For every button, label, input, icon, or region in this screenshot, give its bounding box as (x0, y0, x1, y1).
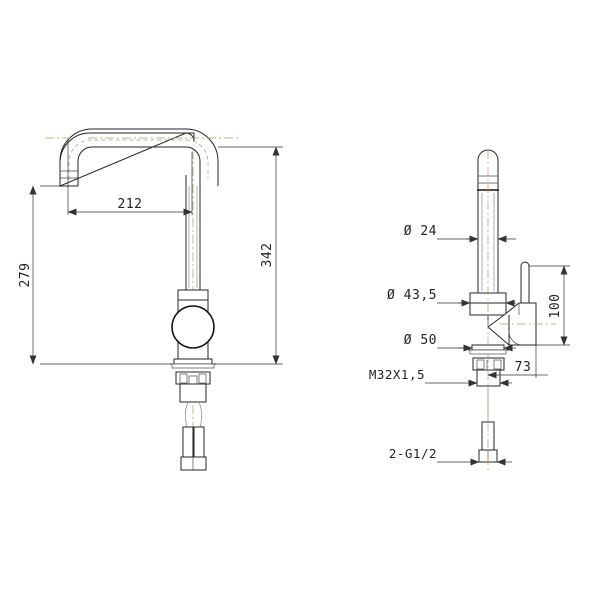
side-mounting-hardware (472, 357, 505, 387)
dim-thread-shank: M32X1,5 (369, 367, 512, 387)
dim-spout-height: 279 (18, 185, 172, 365)
hose-connectors (180, 426, 207, 471)
handle-disc (171, 305, 215, 349)
dim-label-212: 212 (118, 197, 143, 212)
spout-riser (185, 175, 201, 290)
dim-label-diameter-43-5: Ø 43,5 (387, 288, 437, 303)
dim-spout-diameter: Ø 24 (404, 224, 516, 243)
side-base-flange (468, 344, 509, 355)
dim-label-diameter-50: Ø 50 (404, 333, 437, 348)
dim-supply-thread: 2-G1/2 (389, 446, 512, 466)
dim-label-73: 73 (515, 360, 532, 375)
spout-inner-bore (68, 139, 209, 180)
side-view-group: Ø 24 Ø 43,5 Ø 50 100 73 (369, 149, 570, 470)
dim-label-342: 342 (260, 243, 275, 268)
dim-body-diameter: Ø 43,5 (387, 288, 516, 307)
dim-overall-height: 342 (216, 146, 283, 365)
dim-handle-height: 100 (529, 265, 570, 346)
dim-label-diameter-24: Ø 24 (404, 224, 437, 239)
mounting-hardware (175, 371, 211, 403)
base-flange (170, 358, 216, 369)
dim-base-depth: 73 (487, 345, 548, 379)
side-lever-arm (520, 261, 530, 304)
side-centerline (487, 150, 556, 470)
dim-spout-reach: 212 (67, 140, 193, 216)
dim-label-100: 100 (548, 294, 563, 319)
dim-label-m32x1-5: M32X1,5 (369, 367, 425, 382)
spout-outline (59, 128, 219, 290)
front-view-group: 212 279 342 (18, 128, 283, 471)
dim-label-2-g1-2: 2-G1/2 (389, 446, 437, 461)
dim-base-diameter: Ø 50 (404, 333, 516, 352)
dim-label-279: 279 (18, 263, 33, 288)
